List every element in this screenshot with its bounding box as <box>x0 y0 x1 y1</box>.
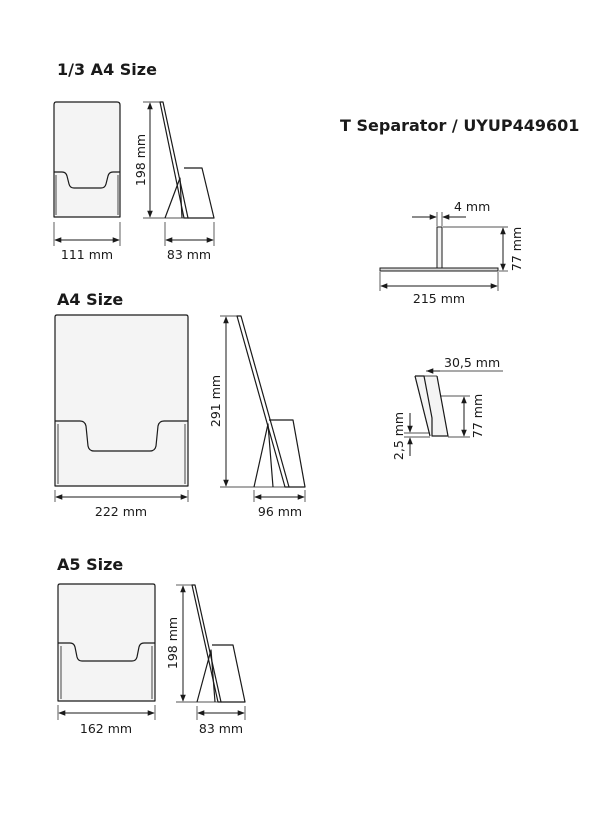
third-a4-width-dimension: 111 mm <box>53 222 121 262</box>
separator-side-height-label: 77 mm <box>470 394 485 438</box>
separator-side-width-label: 30,5 mm <box>444 355 500 370</box>
third-a4-height-label: 198 mm <box>133 134 148 186</box>
a4-width-dimension: 222 mm <box>54 490 189 519</box>
a5-side-view <box>191 584 246 703</box>
third-a4-front-view <box>53 101 121 218</box>
third-a4-depth-dimension: 83 mm <box>164 222 215 262</box>
third-a4-width-label: 111 mm <box>61 247 113 262</box>
third-a4-title: 1/3 A4 Size <box>57 60 157 79</box>
a5-front-view <box>57 583 156 702</box>
a4-depth-label: 96 mm <box>258 504 302 519</box>
separator-side-width-dimension: 30,5 mm <box>426 355 503 374</box>
separator-length-label: 215 mm <box>413 291 465 306</box>
separator-side-view <box>414 375 449 437</box>
separator-length-dimension: 215 mm <box>379 272 499 306</box>
third-a4-side-view <box>159 101 215 219</box>
a4-side-view <box>236 315 306 488</box>
a5-height-label: 198 mm <box>165 617 180 669</box>
a4-width-label: 222 mm <box>95 504 147 519</box>
a5-height-dimension: 198 mm <box>165 584 197 703</box>
third-a4-height-dimension: 198 mm <box>133 101 165 219</box>
separator-side-height-dimension: 77 mm <box>440 394 485 438</box>
a5-width-dimension: 162 mm <box>57 705 156 736</box>
third-a4-depth-label: 83 mm <box>167 247 211 262</box>
a5-depth-label: 83 mm <box>199 721 243 736</box>
a4-title: A4 Size <box>57 290 124 309</box>
separator-height-label: 77 mm <box>509 227 524 271</box>
separator-base-height-dimension: 2,5 mm <box>391 412 430 460</box>
a4-depth-dimension: 96 mm <box>253 490 306 519</box>
separator-thickness-dimension: 4 mm <box>412 199 490 226</box>
separator-height-dimension: 77 mm <box>443 226 524 272</box>
a4-height-dimension: 291 mm <box>208 315 254 488</box>
a5-depth-dimension: 83 mm <box>196 706 246 736</box>
a4-front-view <box>54 314 189 487</box>
separator-title: T Separator / UYUP449601 <box>340 116 580 135</box>
a5-title: A5 Size <box>57 555 124 574</box>
separator-front-view <box>379 226 499 272</box>
a5-width-label: 162 mm <box>80 721 132 736</box>
separator-base-height-label: 2,5 mm <box>391 412 406 460</box>
separator-thickness-label: 4 mm <box>454 199 490 214</box>
a4-height-label: 291 mm <box>208 375 223 427</box>
